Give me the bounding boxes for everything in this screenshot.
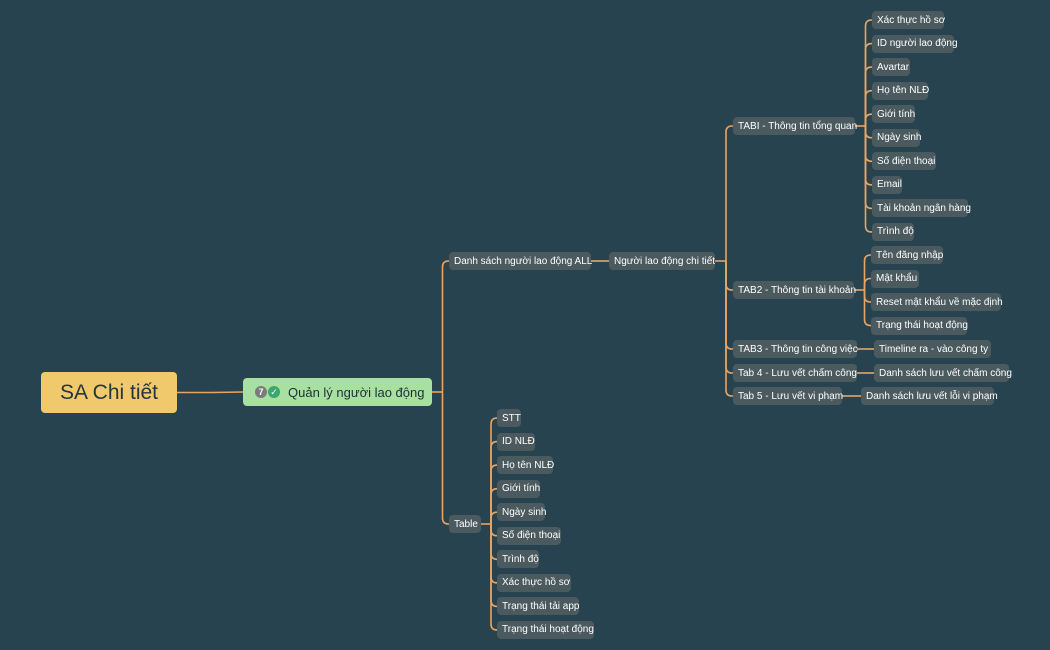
root-topic[interactable]: SA Chi tiết bbox=[41, 372, 177, 413]
connector-main-table bbox=[441, 392, 449, 525]
topic-t1-1[interactable]: ID người lao động bbox=[872, 34, 958, 53]
topic-t2-2[interactable]: Reset mật khẩu về mặc định bbox=[871, 293, 1003, 311]
topic-detail[interactable]: Người lao động chi tiết bbox=[609, 252, 715, 270]
topic-tb-3[interactable]: Giới tính bbox=[497, 479, 540, 498]
topic-t2-3[interactable]: Trạng thái hoạt động bbox=[871, 316, 968, 335]
task-done-icon: ✓ bbox=[268, 386, 280, 398]
main-topic-label: Quản lý người lao động bbox=[288, 384, 425, 400]
connector-detail-tab1 bbox=[725, 125, 733, 261]
topic-tab2[interactable]: TAB2 - Thông tin tài khoản bbox=[733, 281, 856, 299]
connector-detail-tab3 bbox=[725, 261, 733, 350]
topic-tab5[interactable]: Tab 5 - Lưu vết vi phạm bbox=[733, 387, 843, 405]
topic-t1-9[interactable]: Trình độ bbox=[872, 222, 914, 241]
topic-t4-0[interactable]: Danh sách lưu vết chấm công bbox=[874, 364, 1012, 382]
topic-tb-6[interactable]: Trình độ bbox=[497, 550, 539, 569]
topic-t5-0[interactable]: Danh sách lưu vết lỗi vi phạm bbox=[861, 387, 998, 405]
topic-t1-8[interactable]: Tài khoản ngân hàng bbox=[872, 199, 971, 218]
topic-tb-1[interactable]: ID NLĐ bbox=[497, 432, 535, 451]
topic-tb-5[interactable]: Số điện thoại bbox=[497, 526, 561, 545]
topic-t2-0[interactable]: Tên đăng nhập bbox=[871, 246, 943, 264]
topic-t1-5[interactable]: Ngày sinh bbox=[872, 128, 921, 147]
topic-tb-4[interactable]: Ngày sinh bbox=[497, 503, 546, 522]
topic-tab3[interactable]: TAB3 - Thông tin công việc bbox=[733, 340, 858, 358]
topic-table[interactable]: Table bbox=[449, 515, 481, 533]
root-topic-label: SA Chi tiết bbox=[59, 380, 159, 404]
connector-root-main bbox=[211, 391, 244, 394]
topic-list-all[interactable]: Danh sách người lao động ALL bbox=[449, 252, 592, 270]
topic-t1-7[interactable]: Email bbox=[872, 175, 902, 194]
priority-7-icon: 7 bbox=[255, 386, 267, 398]
topic-tb-7[interactable]: Xác thực hồ sơ bbox=[497, 573, 571, 592]
topic-tb-2[interactable]: Họ tên NLĐ bbox=[497, 456, 554, 475]
topic-tb-8[interactable]: Trạng thái tải app bbox=[497, 597, 579, 616]
topic-tb-0[interactable]: STT bbox=[497, 409, 521, 427]
topic-t1-3[interactable]: Họ tên NLĐ bbox=[872, 81, 929, 100]
connector-detail-tab5 bbox=[725, 261, 733, 397]
topic-t1-6[interactable]: Số điện thoại bbox=[872, 152, 936, 171]
topic-t1-0[interactable]: Xác thực hồ sơ bbox=[872, 11, 945, 29]
topic-tab4[interactable]: Tab 4 - Lưu vết chấm công bbox=[733, 364, 857, 382]
connector-main-list_all bbox=[441, 260, 449, 392]
topic-t1-4[interactable]: Giới tính bbox=[872, 105, 915, 124]
topic-t2-1[interactable]: Mật khẩu bbox=[871, 269, 919, 288]
main-topic[interactable]: 7✓ Quản lý người lao động bbox=[243, 378, 432, 406]
topic-t3-0[interactable]: Timeline ra - vào công ty bbox=[874, 340, 991, 358]
connector-detail-tab2 bbox=[725, 261, 733, 291]
topic-t1-2[interactable]: Avartar bbox=[872, 58, 910, 77]
topic-tab1[interactable]: TABI - Thông tin tổng quan bbox=[733, 117, 857, 135]
topic-tb-9[interactable]: Trạng thái hoạt động bbox=[497, 620, 594, 639]
connector-detail-tab4 bbox=[725, 261, 733, 374]
